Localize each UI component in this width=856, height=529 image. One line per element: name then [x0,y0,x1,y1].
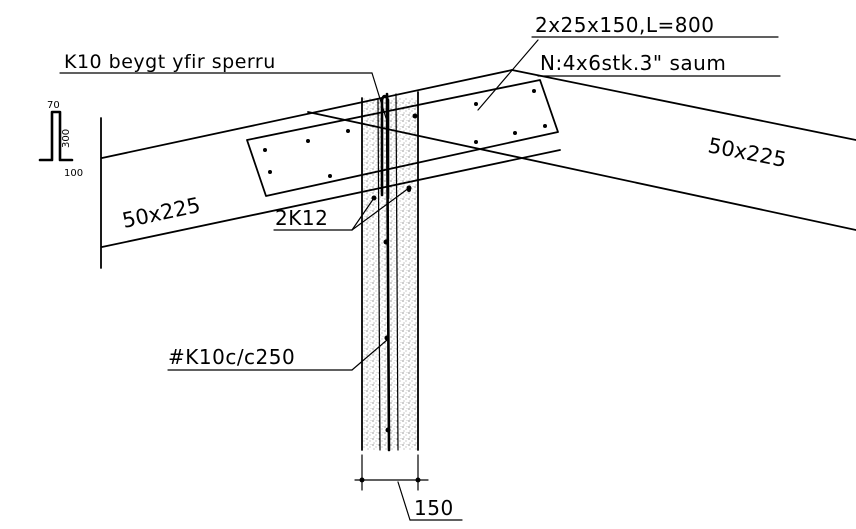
label-rafter-left: 50x225 [120,193,202,233]
leader-bent-bar [59,72,387,119]
label-plate-dims: 2x25x150,L=800 [535,13,714,37]
dimension-column-width [354,454,463,521]
bar-shape-sketch [38,110,74,162]
label-column-width: 150 [414,496,454,520]
label-bent-bar: K10 beygt yfir sperru [64,51,276,73]
label-nails: N:4x6stk.3" saum [540,51,726,75]
steel-plate [246,79,559,197]
label-stirrups: #K10c/c250 [168,345,295,369]
bent-bar-over-rafter [380,94,390,200]
bar-shape-top: 70 [47,100,60,111]
leader-plate [477,36,781,111]
leader-bars [273,185,412,231]
label-rafter-right: 50x225 [706,133,788,172]
label-bars: 2K12 [275,206,328,230]
concrete-column [361,91,419,452]
leader-stirrups [167,339,388,371]
rafter-right [307,69,856,231]
rafter-left [100,69,561,269]
bar-shape-bottom: 100 [64,168,83,179]
bar-shape-height: 300 [61,129,72,148]
